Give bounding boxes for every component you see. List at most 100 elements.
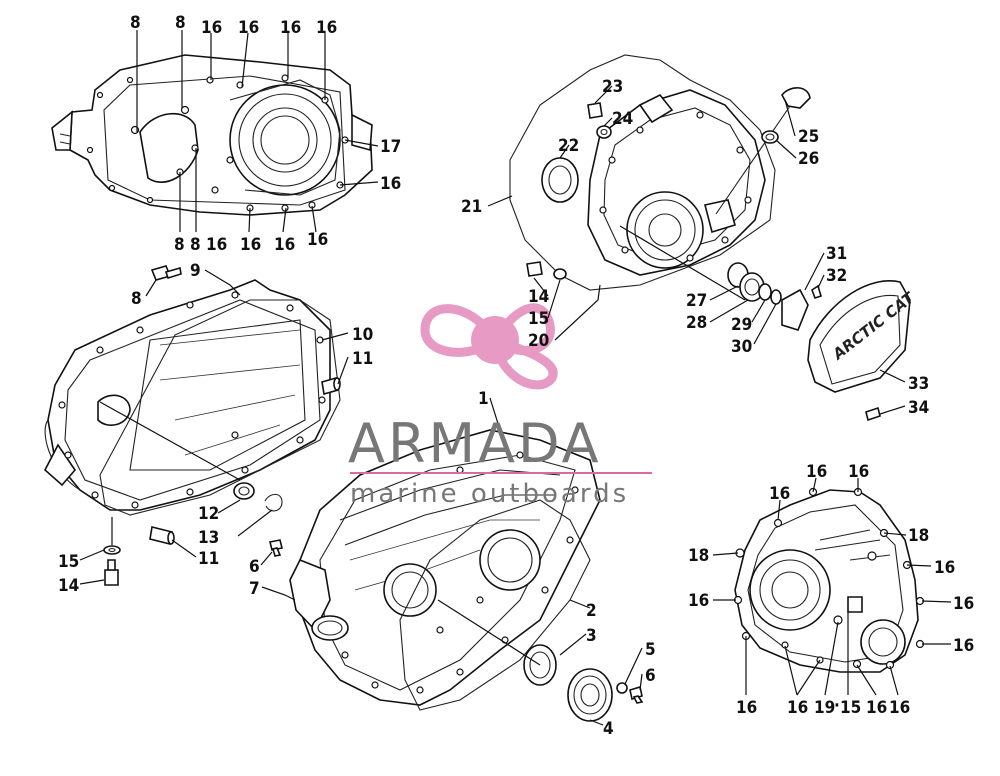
callout-16: 16 xyxy=(787,698,808,718)
callout-16: 16 xyxy=(769,484,790,504)
callout-33: 33 xyxy=(908,374,929,394)
plate-31 xyxy=(781,288,809,331)
oil-seal-small xyxy=(233,482,255,500)
callout-16: 16 xyxy=(889,698,910,718)
dowel-pin-lower xyxy=(149,526,175,545)
magneto-gasket xyxy=(509,54,776,291)
bolt-14-right xyxy=(526,261,543,277)
callout-16: 16 xyxy=(806,462,827,482)
o-ring-24 xyxy=(596,125,612,139)
callout-6: 6 xyxy=(645,666,656,686)
bolt-6-right xyxy=(629,685,644,704)
callout-11: 11 xyxy=(198,549,219,569)
crankcase xyxy=(289,429,601,706)
callout-28: 28 xyxy=(686,313,707,333)
plug-23 xyxy=(587,102,603,119)
callout-labels: 8 8 16 16 16 16 17 16 8 8 16 16 16 16 8 … xyxy=(58,13,974,739)
callout-15: 15 xyxy=(58,552,79,572)
clutch-cover-outer xyxy=(51,54,373,216)
washer-15-right xyxy=(553,268,567,280)
callout-8: 8 xyxy=(190,235,201,255)
callout-34: 34 xyxy=(908,398,929,418)
callout-dot: · xyxy=(834,696,840,716)
screw-32 xyxy=(811,284,822,300)
drain-washer-left xyxy=(103,545,121,555)
callout-26: 26 xyxy=(798,149,819,169)
magneto-cover-view xyxy=(733,487,925,673)
bearing-22 xyxy=(541,157,579,203)
callout-16: 16 xyxy=(848,462,869,482)
watermark xyxy=(420,303,558,390)
callout-14: 14 xyxy=(58,576,79,596)
watermark-brand: ARMADA xyxy=(348,412,602,475)
callout-9: 9 xyxy=(190,261,201,281)
callout-12: 12 xyxy=(198,504,219,524)
callout-16: 16 xyxy=(206,235,227,255)
o-ring-26 xyxy=(761,130,779,144)
callout-8: 8 xyxy=(130,13,141,33)
callout-7: 7 xyxy=(249,579,260,599)
callout-16: 16 xyxy=(316,18,337,38)
callout-21: 21 xyxy=(461,197,482,217)
callout-16: 16 xyxy=(238,18,259,38)
bolt-6-left xyxy=(269,539,283,557)
drain-plug-left xyxy=(104,559,119,586)
callout-16: 16 xyxy=(380,174,401,194)
callout-1: 1 xyxy=(478,389,489,409)
callout-16: 16 xyxy=(201,18,222,38)
callout-32: 32 xyxy=(826,266,847,286)
callout-22: 22 xyxy=(558,136,579,156)
o-ring-29 xyxy=(758,283,772,301)
callout-5: 5 xyxy=(645,640,656,660)
callout-17: 17 xyxy=(380,137,401,157)
callout-6: 6 xyxy=(249,557,260,577)
inner-clutch-cover xyxy=(44,279,331,511)
callout-14: 14 xyxy=(528,287,549,307)
callout-15: 15 xyxy=(528,309,549,329)
callout-8: 8 xyxy=(175,13,186,33)
bolt-8-left xyxy=(150,265,182,281)
bearing xyxy=(567,668,613,722)
bolt-34 xyxy=(865,406,881,422)
callout-18: 18 xyxy=(908,526,929,546)
callout-2: 2 xyxy=(586,601,597,621)
callout-16: 16 xyxy=(280,18,301,38)
callout-11: 11 xyxy=(352,349,373,369)
callout-16: 16 xyxy=(934,558,955,578)
callout-8: 8 xyxy=(174,235,185,255)
callout-31: 31 xyxy=(826,244,847,264)
callout-16: 16 xyxy=(240,235,261,255)
dipstick-25 xyxy=(715,87,811,215)
callout-16: 16 xyxy=(274,235,295,255)
crankcase-gasket xyxy=(399,499,591,711)
callout-27: 27 xyxy=(686,291,707,311)
callout-15: 15 xyxy=(840,698,861,718)
propeller-logo-icon xyxy=(420,303,558,390)
callout-24: 24 xyxy=(612,109,633,129)
callout-8: 8 xyxy=(131,289,142,309)
callout-20: 20 xyxy=(528,331,549,351)
cover-gasket-left xyxy=(99,299,341,516)
callout-4: 4 xyxy=(603,719,614,739)
callout-29: 29 xyxy=(731,315,752,335)
callout-13: 13 xyxy=(198,528,219,548)
callout-16: 16 xyxy=(866,698,887,718)
watermark-text: ARMADA marine outboards xyxy=(348,412,652,509)
callout-30: 30 xyxy=(731,337,752,357)
leader-lines xyxy=(79,30,952,726)
callout-16: 16 xyxy=(688,591,709,611)
snap-ring xyxy=(264,493,283,512)
callout-25: 25 xyxy=(798,127,819,147)
callout-16: 16 xyxy=(307,230,328,250)
o-ring-30 xyxy=(770,289,782,305)
callout-16: 16 xyxy=(736,698,757,718)
callout-10: 10 xyxy=(352,325,373,345)
callout-18: 18 xyxy=(688,546,709,566)
callout-3: 3 xyxy=(586,626,597,646)
callout-16: 16 xyxy=(953,594,974,614)
callout-16: 16 xyxy=(953,636,974,656)
magneto-cover-33: ARCTIC CAT xyxy=(807,280,919,393)
callout-19: 19 xyxy=(814,698,835,718)
dowel-pin-upper xyxy=(321,376,341,396)
